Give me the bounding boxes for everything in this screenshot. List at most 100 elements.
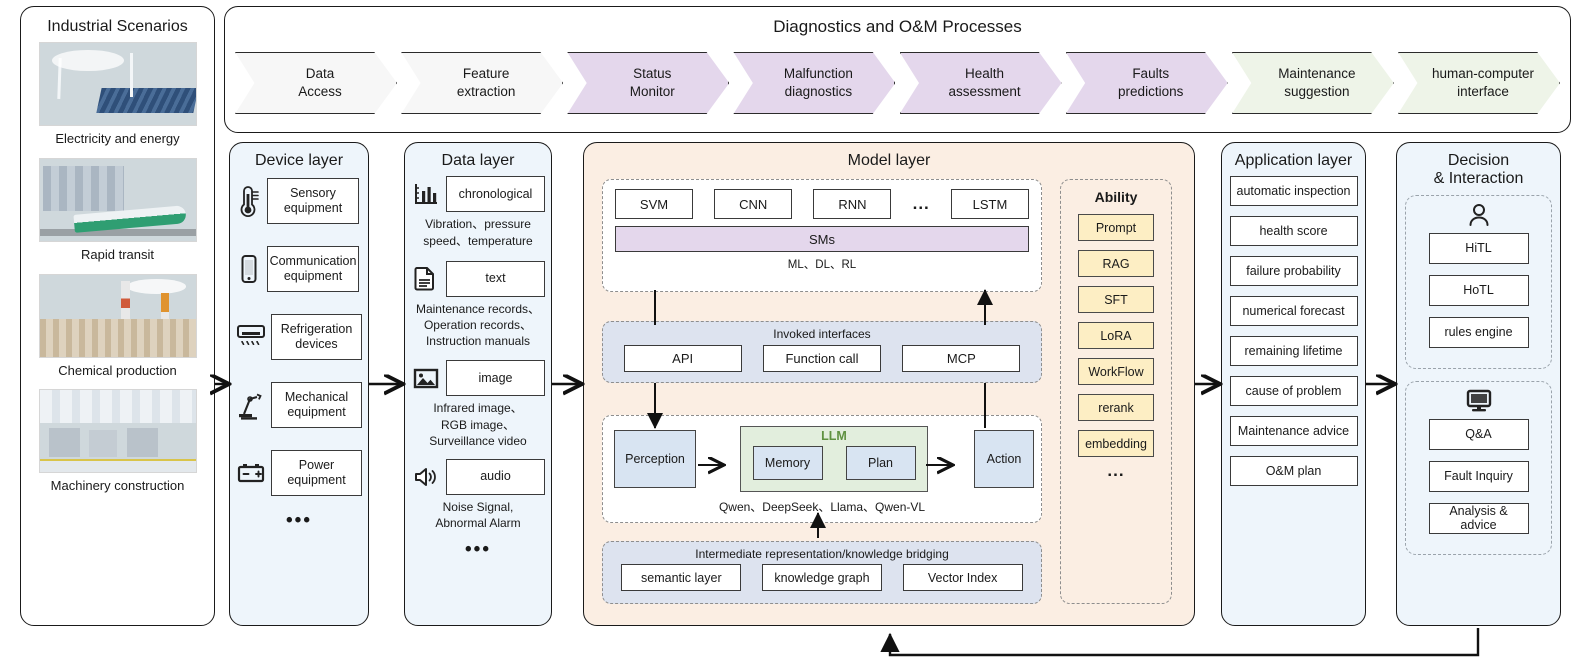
llm-box-plan[interactable]: Plan [845,446,916,480]
ir-box-vector-index[interactable]: Vector Index [902,564,1023,591]
decision-item-fault-inquiry[interactable]: Fault Inquiry [1428,460,1529,492]
llm-models-caption: Qwen、DeepSeek、Llama、Qwen-VL [718,500,926,514]
device-layer-more-dots: ••• [286,510,312,532]
scenario-caption: Rapid transit [81,246,154,262]
decision-item-hotl[interactable]: HoTL [1428,274,1529,306]
chevron-shape [567,52,730,114]
step-label-line2: extraction [456,84,516,99]
ability-item-workflow[interactable]: WorkFlow [1078,358,1154,385]
data-item-audio[interactable]: audio [405,458,551,495]
speaker-icon [415,467,436,486]
model-ellipsis: ... [912,194,930,213]
llm-parts-row: Memory Plan [741,443,927,480]
data-item-label: image [446,360,545,397]
device-item-power-equipment[interactable]: Power equipment [230,450,368,497]
scenario-item-electricity-and-energy: Electricity and energy [38,42,197,156]
application-item-om-plan[interactable]: O&M plan [1229,456,1358,487]
intermediate-representation-row: semantic layer knowledge graph Vector In… [603,561,1041,591]
decision-item-rules-engine[interactable]: rules engine [1428,316,1529,348]
scenario-caption: Chemical production [58,362,177,378]
document-icon [414,266,434,291]
agent-box-action[interactable]: Action [974,430,1034,488]
application-item-automatic-inspection[interactable]: automatic inspection [1229,176,1358,207]
bar-chart-icon [415,184,437,205]
model-box-svm[interactable]: SVM [615,189,693,219]
agent-box-perception[interactable]: Perception [614,430,696,488]
application-item-remaining-lifetime[interactable]: remaining lifetime [1229,336,1358,367]
scenario-caption: Machinery construction [50,478,185,494]
intermediate-representation-title: Intermediate representation/knowledge br… [695,547,949,561]
decision-item-hitl[interactable]: HiTL [1428,232,1529,264]
device-item-sensory-equipment[interactable]: Sensory equipment [230,178,368,225]
ml-model-row: SVM CNN RNN ... LSTM [603,180,1041,219]
ability-item-embedding[interactable]: embedding [1078,430,1154,457]
agent-row: Perception LLM Memory Plan Action [603,424,1041,496]
ability-item-sft[interactable]: SFT [1078,286,1154,313]
model-box-rnn[interactable]: RNN [813,189,892,219]
model-box-lstm[interactable]: LSTM [950,189,1029,219]
application-item-cause-of-problem[interactable]: cause of problem [1229,376,1358,407]
interface-box-function-call[interactable]: Function call [762,345,881,372]
decision-title-line2: & Interaction [1433,170,1524,188]
step-label-line2: diagnostics [784,84,853,99]
model-box-cnn[interactable]: CNN [714,189,793,219]
application-item-health-score[interactable]: health score [1229,216,1358,247]
device-item-label: Sensory equipment [267,178,359,225]
robot-arm-icon [239,394,262,420]
application-item-failure-probability[interactable]: failure probability [1229,256,1358,287]
data-item-chronological[interactable]: chronological [405,176,551,213]
agent-loop-section: Perception LLM Memory Plan Action Qwen、D… [602,415,1042,523]
chevron-shape [401,52,564,114]
interface-box-api[interactable]: API [623,345,742,372]
llm-box-memory[interactable]: Memory [752,446,823,480]
application-item-numerical-forecast[interactable]: numerical forecast [1229,296,1358,327]
process-step-feature-extraction[interactable]: Feature extraction [401,52,564,114]
ability-item-rag[interactable]: RAG [1078,250,1154,277]
banner-title: Diagnostics and O&M Processes [773,17,1022,36]
data-item-text[interactable]: text [405,260,551,297]
device-item-refrigeration-devices[interactable]: Refrigeration devices [230,314,368,361]
ability-item-prompt[interactable]: Prompt [1078,214,1154,241]
decision-item-qa[interactable]: Q&A [1428,418,1529,450]
step-label-line2: Access [298,84,342,99]
chevron-shape [733,52,896,114]
ability-section: Ability Prompt RAG SFT LoRA WorkFlow rer… [1060,179,1172,604]
ability-item-lora[interactable]: LoRA [1078,322,1154,349]
data-item-image[interactable]: image [405,360,551,397]
step-label-line1: Feature [462,65,510,81]
decision-item-analysis-advice[interactable]: Analysis & advice [1428,502,1529,534]
device-item-mechanical-equipment[interactable]: Mechanical equipment [230,382,368,429]
device-item-communication-equipment[interactable]: Communication equipment [230,246,368,293]
interface-box-mcp[interactable]: MCP [902,345,1021,372]
industrial-scenarios-panel: Industrial Scenarios Electricity and ene… [20,6,215,626]
refinery-image [38,273,197,358]
chevron-shape [1397,52,1560,114]
sms-bar[interactable]: SMs [615,226,1029,252]
invoked-interfaces-row: API Function call MCP [603,341,1041,372]
model-layer-panel: Model layer SVM CNN RNN ... LSTM SMs ML、… [583,142,1195,626]
factory-floor-image [38,389,197,474]
device-layer-title: Device layer [254,152,344,169]
scenarios-title: Industrial Scenarios [47,18,188,35]
data-item-label: text [446,260,545,297]
ability-item-rerank[interactable]: rerank [1078,394,1154,421]
application-item-maintenance-advice[interactable]: Maintenance advice [1229,416,1358,447]
invoked-interfaces-title: Invoked interfaces [773,327,871,341]
ir-box-semantic-layer[interactable]: semantic layer [621,564,742,591]
step-label-line1: Data [305,65,335,81]
device-layer-panel: Device layer Sensory equipment Communica… [229,142,369,626]
decision-title-line1: Decision [1447,152,1510,169]
ir-box-knowledge-graph[interactable]: knowledge graph [761,564,882,591]
data-item-sub: Maintenance records、 Operation records、 … [415,301,541,349]
scenario-caption: Electricity and energy [55,131,180,147]
application-layer-title: Application layer [1234,152,1353,169]
